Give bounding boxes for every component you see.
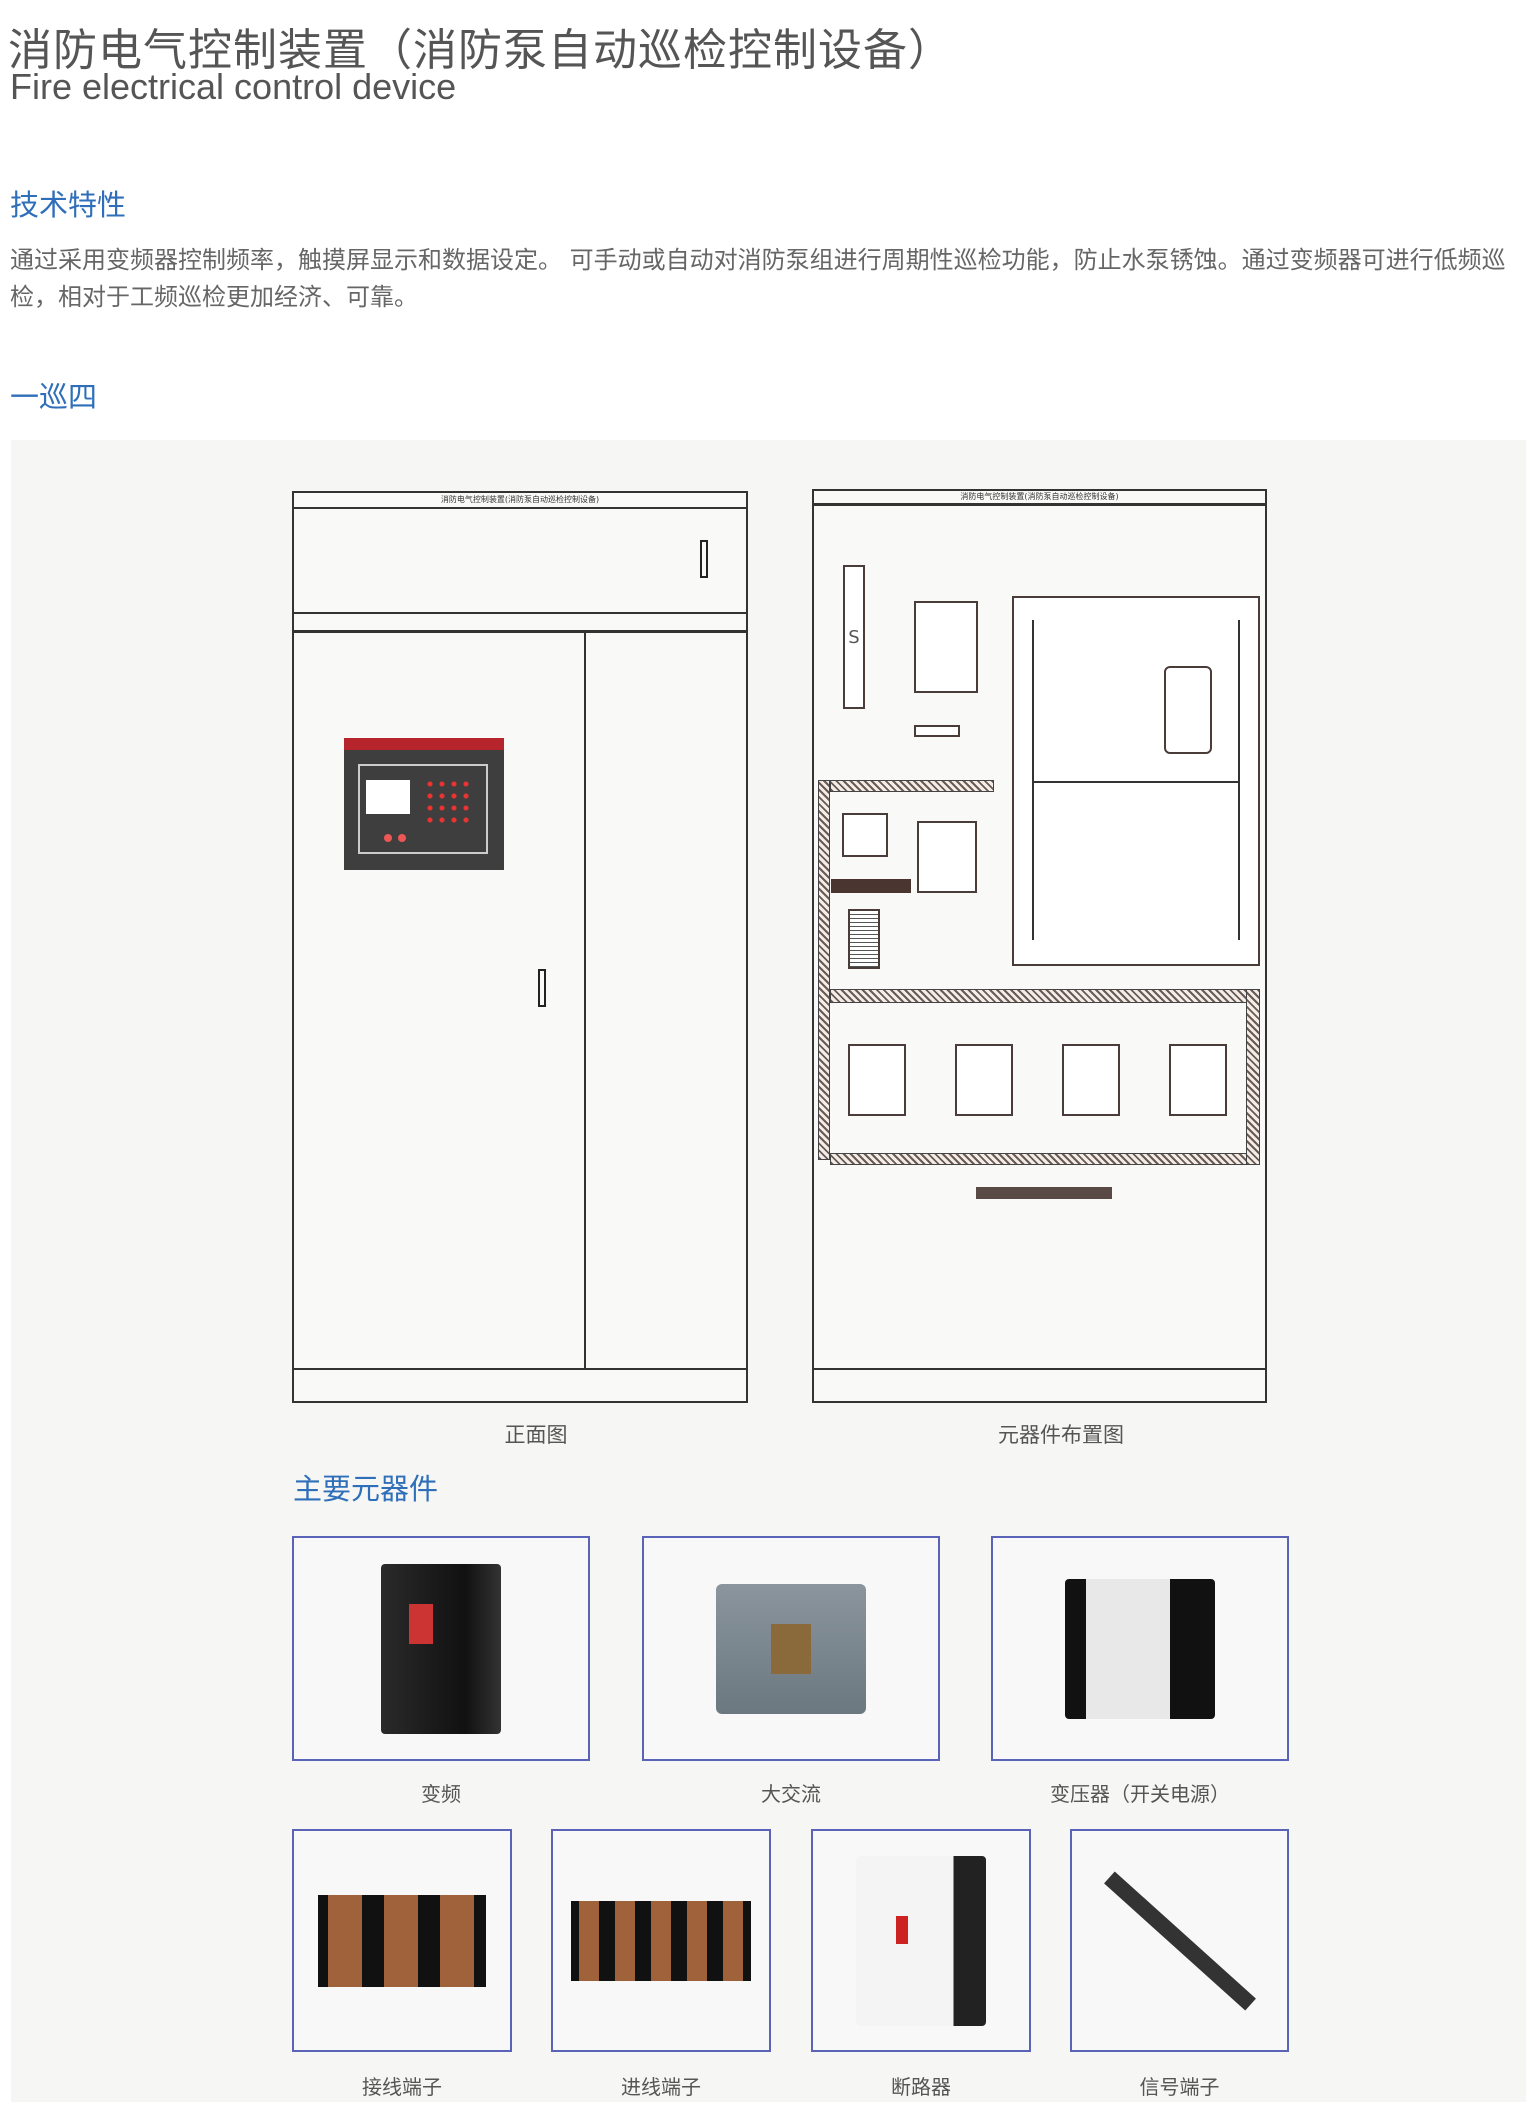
cabinet-label: 消防电气控制装置(消防泵自动巡检控制设备) — [960, 492, 1119, 501]
switch-letter: S — [848, 626, 860, 648]
page-subtitle: Fire electrical control device — [10, 66, 457, 107]
page-title: 消防电气控制装置（消防泵自动巡检控制设备） — [8, 25, 953, 76]
drawing-panel — [11, 440, 1526, 2102]
product-label: 接线端子 — [362, 2075, 442, 2099]
power-supply-symbol — [848, 909, 880, 969]
product-label: 变频 — [421, 1782, 461, 1806]
inverter-image — [381, 1563, 501, 1734]
contactor-image — [716, 1583, 866, 1714]
product-label: 大交流 — [761, 1782, 821, 1806]
components-heading: 主要元器件 — [293, 1472, 439, 1506]
door-handle[interactable] — [700, 540, 708, 578]
contactor-symbol — [955, 1044, 1013, 1116]
product-signal-terminal[interactable] — [1070, 1829, 1289, 2052]
product-label: 进线端子 — [621, 2075, 701, 2099]
terminal-strip — [976, 1187, 1112, 1199]
product-label: 断路器 — [891, 2075, 951, 2099]
incoming-terminal-image — [571, 1900, 751, 1981]
signal-terminal-image — [1103, 1870, 1256, 2011]
product-wiring-terminal[interactable] — [292, 1829, 512, 2052]
touchscreen[interactable] — [366, 780, 410, 814]
contactor-symbol — [848, 1044, 906, 1116]
cabinet-label: 消防电气控制装置(消防泵自动巡检控制设备) — [440, 495, 600, 504]
layout-view-drawing: 消防电气控制装置(消防泵自动巡检控制设备) S — [812, 489, 1267, 1403]
inverter-keypad — [1164, 666, 1212, 754]
control-panel — [344, 738, 504, 870]
product-inverter[interactable] — [292, 1536, 590, 1761]
tech-heading: 技术特性 — [10, 188, 127, 222]
product-circuit-breaker[interactable] — [811, 1829, 1031, 2052]
relay-symbol — [842, 813, 888, 857]
front-view-drawing: 消防电气控制装置(消防泵自动巡检控制设备) — [292, 491, 748, 1403]
breaker-symbol — [914, 601, 978, 693]
switch-rail: S — [843, 565, 865, 709]
product-incoming-terminal[interactable] — [551, 1829, 771, 2052]
layout-view-caption: 元器件布置图 — [998, 1423, 1124, 1447]
tech-description: 通过采用变频器控制频率，触摸屏显示和数据设定。 可手动或自动对消防泵组进行周期性… — [10, 246, 1506, 311]
breaker-image — [856, 1855, 986, 2026]
fuse-symbol — [914, 725, 960, 737]
inverter-enclosure — [1012, 596, 1260, 966]
product-ac-contactor[interactable] — [642, 1536, 940, 1761]
terminal-image — [318, 1894, 486, 1987]
contactor-symbol — [1062, 1044, 1120, 1116]
door-handle[interactable] — [538, 969, 546, 1007]
model-heading: 一巡四 — [10, 380, 98, 414]
contactor-symbol — [917, 821, 977, 893]
contactor-symbol — [1169, 1044, 1227, 1116]
product-transformer[interactable] — [991, 1536, 1289, 1761]
front-view-caption: 正面图 — [504, 1423, 568, 1447]
product-label: 变压器（开关电源） — [1050, 1782, 1230, 1806]
product-label: 信号端子 — [1139, 2075, 1220, 2099]
transformer-image — [1065, 1578, 1215, 1719]
